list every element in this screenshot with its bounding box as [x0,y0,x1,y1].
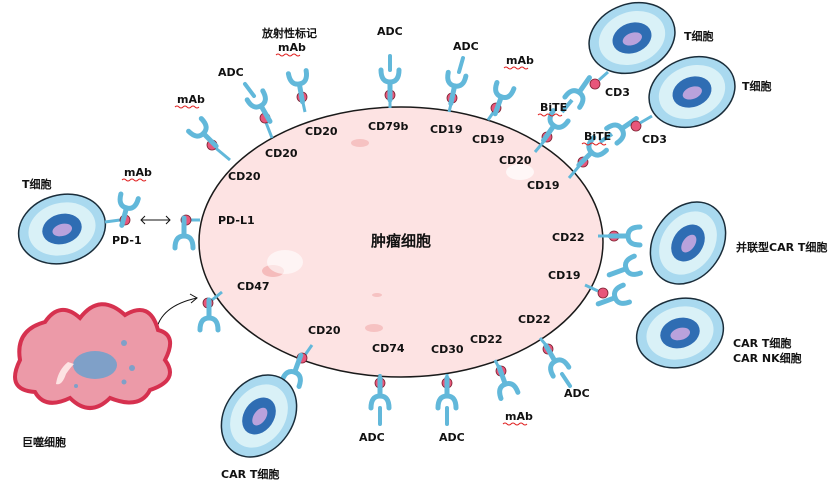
pdl1-label: PD-L1 [218,214,255,227]
cd20-bottom-label: CD20 [308,324,341,337]
cd3-1-label: CD3 [605,86,630,99]
cd19-bite-label: CD19 [527,179,560,192]
mab-pd1-label: mAb [124,166,152,179]
car-t-nk-cell [627,288,733,378]
mab-antibody-cd19 [487,83,514,117]
adc-top-cd79b-label: ADC [377,25,403,38]
bite-1-underline [537,113,563,117]
cd74-label: CD74 [372,342,405,355]
cd20-a-label: CD20 [265,147,298,160]
cd3-2-label: CD3 [642,133,667,146]
cd19-mab-antigen [487,83,514,121]
cd47-antibody [200,300,218,330]
radio-mab-underline [275,53,301,57]
mab-cd19-underline [503,66,529,70]
cd20-bottom-antigen [282,344,314,386]
cd22-bottom-antigen [491,359,518,398]
cd19-right-antigen [584,285,629,312]
cd47-label: CD47 [237,280,270,293]
mab-cd22-label: mAb [505,410,533,423]
cd19-b-label: CD19 [472,133,505,146]
cd30-antigen [438,374,456,426]
adc-antibody-cd79b [381,70,399,100]
cd20-bite-label: CD20 [499,154,532,167]
mab-cd19-label: mAb [506,54,534,67]
cd22-right-label: CD22 [552,231,585,244]
cd74-antigen [371,374,389,426]
adc-cd22-label: ADC [564,387,590,400]
adc-antibody-cd22 [538,341,569,376]
mab-left-label: mAb [177,93,205,106]
tandem-car-label: 并联型CAR T细胞 [736,240,827,254]
adc-cd30-label: ADC [439,431,465,444]
radio-mab-ab-label: mAb [278,41,306,54]
adc-antibody-cd74 [371,378,389,408]
car-receptor-cd22 [610,227,640,245]
mab-cd22-underline [502,422,528,426]
pdl1-antigen [175,214,200,248]
bite-2-underline [581,142,607,146]
t-cell-tr1-label: T细胞 [684,29,714,43]
mab-pd1-underline [121,178,147,182]
pd1-pdl1-arrow [140,215,171,225]
t-cell-tr2-label: T细胞 [742,79,772,93]
adc-antibody-cd19 [442,72,466,105]
mab-left-underline [174,105,200,109]
tandem-car-t-cell [634,186,742,300]
cd20-left-label: CD20 [228,170,261,183]
car-t-nk-label-2: CAR NK细胞 [733,351,802,365]
adc-top-cd19-label: ADC [453,40,479,53]
cd79b-antigen [381,54,399,108]
t-cell-left-label: T细胞 [22,177,52,191]
cd20-left-antigen [189,119,231,162]
cd22-bottom-right-antigen [538,337,572,388]
cd22-right-antigen [598,227,640,245]
cd79b-label: CD79b [368,120,409,133]
bite-2-label: BiTE [584,130,611,143]
car-t-nk-label-1: CAR T细胞 [733,336,791,350]
tumor-cell [198,106,604,378]
cd22-bottom-right-label: CD22 [518,313,551,326]
radio-mab-antibody [288,71,311,104]
cd22-bottom-label: CD22 [470,333,503,346]
pd1-label: PD-1 [112,234,142,247]
cd20-radio-antigen [288,71,311,113]
car-t-bottom-label: CAR T细胞 [221,467,279,481]
bite-1-label: BiTE [540,101,567,114]
pd1-receptor [104,194,138,228]
cd20-bite-antigen [535,72,609,153]
cd47-antigen [200,290,223,330]
tandem-car-receptor-2 [606,256,640,283]
macrophage-cell [13,302,173,410]
adc-top-left-label: ADC [218,66,244,79]
mab-antibody-left [189,119,223,153]
tumor-cell-label: 肿瘤细胞 [371,232,431,250]
cd20-adc-antigen [243,82,278,139]
cd30-label: CD30 [431,343,464,356]
macrophage-arrow [155,297,198,333]
cd19-right-label: CD19 [548,269,581,282]
car-t-cell-bottom [205,359,313,473]
macrophage-label: 巨噬细胞 [22,435,66,449]
radio-mab-label: 放射性标记 [261,26,317,40]
cd19-adc-antigen [442,56,466,113]
t-cell-left [9,184,115,274]
cd20-b-label: CD20 [305,125,338,138]
adc-cd74-label: ADC [359,431,385,444]
adc-antibody-cd30 [438,378,456,408]
cd19-bite-antigen [567,111,653,179]
cd19-a-label: CD19 [430,123,463,136]
